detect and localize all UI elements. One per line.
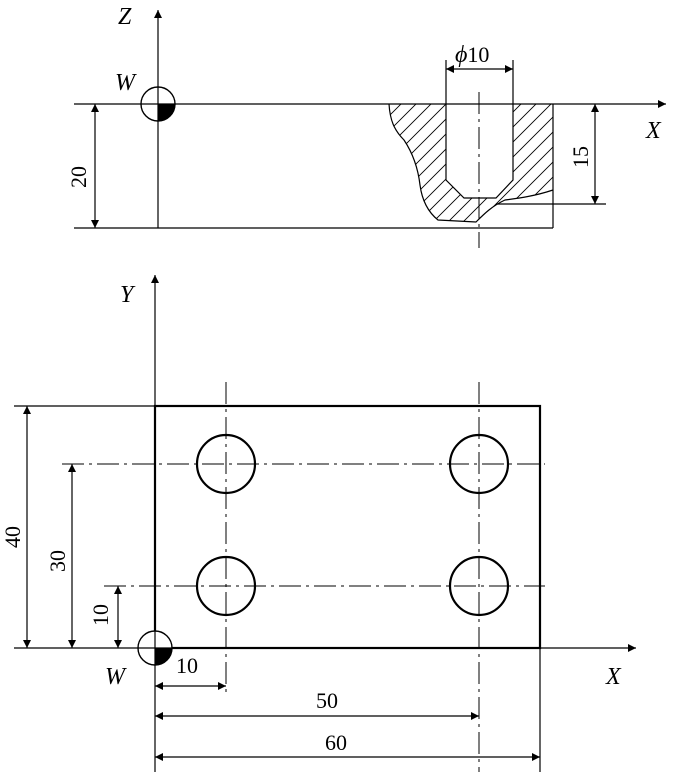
part-outline-top — [153, 404, 542, 650]
origin-label-top: W — [105, 664, 127, 690]
section-hatch — [389, 104, 553, 222]
hole-bottom-right — [448, 555, 510, 617]
section-outline — [388, 103, 554, 223]
top-view: Y X W 40 30 10 — [0, 275, 636, 772]
hole-bottom-left — [195, 555, 257, 617]
origin-symbol-side — [140, 86, 176, 122]
dim-row1-label: 10 — [88, 604, 113, 626]
z-axis-label: Z — [118, 4, 132, 30]
y-axis-label: Y — [120, 282, 136, 308]
hole-profile — [445, 104, 514, 199]
dim-length-label: 60 — [325, 730, 347, 755]
dim-col2-label: 50 — [316, 688, 338, 713]
origin-label-side: W — [115, 70, 137, 96]
side-view: Z X W — [66, 4, 666, 248]
dim-col1-label: 10 — [176, 653, 198, 678]
dim-depth-label: 15 — [568, 146, 593, 168]
dim-row2-label: 30 — [45, 550, 70, 572]
x-axis-label-top: X — [605, 664, 622, 690]
dim-thickness-label: 20 — [66, 166, 91, 188]
dim-width-label: 40 — [0, 526, 25, 548]
hole-top-left — [195, 433, 257, 495]
origin-symbol-top — [137, 630, 173, 666]
hole-top-right — [448, 433, 510, 495]
dim-dia-label: ϕ10 — [455, 42, 489, 68]
x-axis-label-side: X — [645, 118, 662, 144]
